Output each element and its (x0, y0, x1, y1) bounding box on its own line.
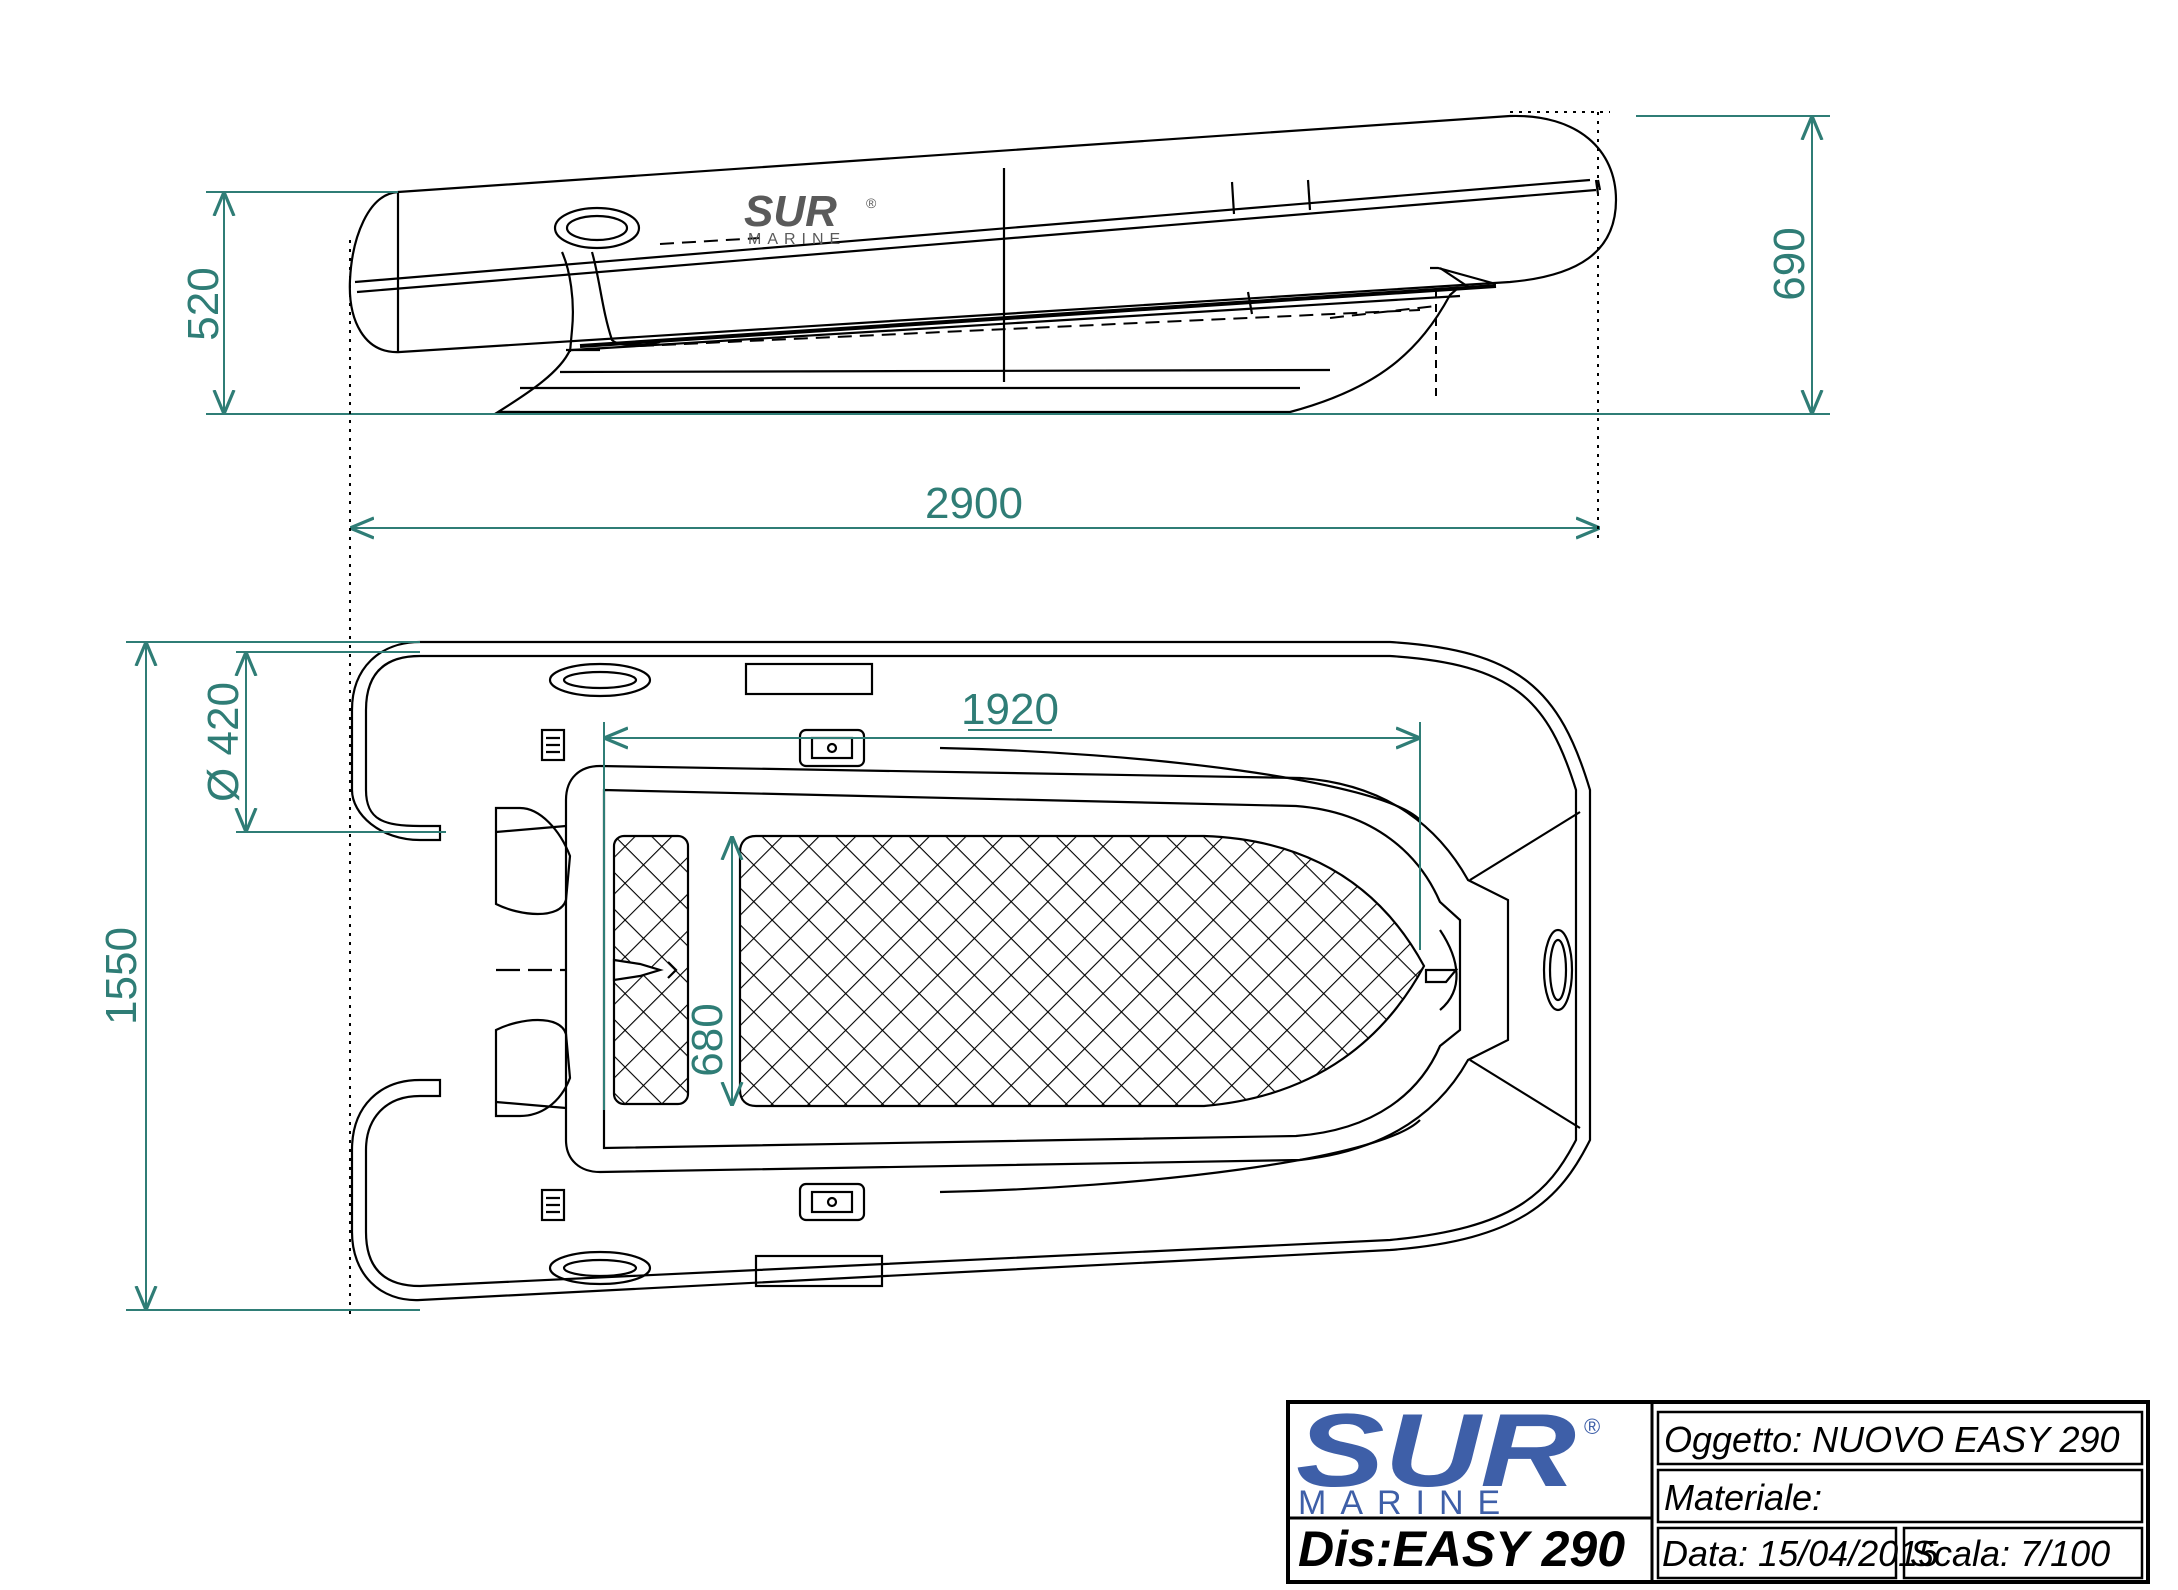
svg-text:SUR: SUR (744, 187, 837, 236)
dim-2900: 2900 (925, 479, 1023, 528)
designation: Dis:EASY 290 (1298, 1521, 1625, 1577)
oarlock-top (798, 728, 866, 768)
handle-bottom (548, 1250, 652, 1286)
material-field: Materiale: (1664, 1477, 1822, 1518)
object-field: Oggetto: NUOVO EASY 290 (1664, 1419, 2120, 1460)
side-hull (498, 287, 1459, 414)
dim-diameter-420: Ø 420 (199, 682, 248, 802)
valve-top (540, 728, 566, 762)
pad-bottom (754, 1254, 884, 1288)
dim-680: 680 (683, 1003, 732, 1076)
side-handle (553, 206, 641, 250)
date-field: Data: 15/04/2015 (1662, 1533, 1939, 1574)
svg-text:®: ® (866, 195, 877, 211)
dim-690: 690 (1765, 227, 1814, 300)
top-view (350, 640, 1592, 1302)
floor-panel-main (738, 834, 1426, 1108)
valve-bottom (540, 1188, 566, 1222)
title-block: SUR ® MARINE Dis:EASY 290 Oggetto: NUOVO… (1286, 1393, 2150, 1584)
side-tube-outline (348, 114, 1618, 354)
svg-text:MARINE: MARINE (1298, 1484, 1514, 1522)
dim-1920: 1920 (961, 685, 1059, 734)
dimension-labels: 520 690 2900 1550 Ø 420 1920 680 (97, 227, 1814, 1076)
bow-handle (1542, 928, 1574, 1012)
svg-text:SUR: SUR (1296, 1393, 1576, 1509)
side-logo: SUR MARINE ® (744, 187, 877, 248)
dimensions (126, 115, 1830, 1311)
top-deck-outline (564, 764, 1510, 1174)
scale-field: Scala: 7/100 (1910, 1533, 2110, 1574)
pad-top (744, 662, 874, 696)
svg-text:MARINE: MARINE (748, 231, 846, 248)
side-view (348, 114, 1618, 414)
dim-1550: 1550 (97, 927, 146, 1025)
dim-520: 520 (179, 267, 228, 340)
handle-top (548, 662, 652, 698)
oarlock-bottom (798, 1182, 866, 1222)
svg-text:®: ® (1584, 1414, 1600, 1439)
top-tube-outline (350, 640, 1592, 1302)
title-logo: SUR ® MARINE (1296, 1393, 1600, 1522)
